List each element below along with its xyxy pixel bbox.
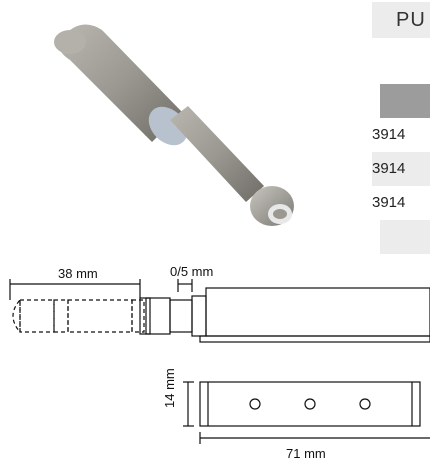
plunger-rod: [170, 106, 264, 202]
product-title: PU: [372, 2, 430, 38]
housing-outline: [199, 287, 430, 343]
extended-plunger-outline: [12, 299, 145, 334]
push-latch-photo: [54, 24, 294, 226]
table-row: 3914: [372, 186, 430, 220]
height-dimension-label: 14 mm: [162, 368, 177, 408]
height-dimension-line: [183, 381, 194, 427]
plunger-outline: [139, 295, 207, 337]
table-row: 3914: [372, 118, 430, 152]
table-row: [380, 220, 430, 254]
stroke-dimension-line: [9, 279, 141, 300]
table-row: 3914: [372, 152, 430, 186]
stroke-dimension-label: 38 mm: [58, 266, 98, 281]
mounting-hole: [359, 398, 371, 410]
housing-top-outline: [199, 381, 421, 427]
mounting-hole: [249, 398, 261, 410]
length-dimension-line: [199, 432, 430, 444]
length-dimension-label: 71 mm: [286, 446, 326, 461]
plunger-cap: [250, 186, 294, 226]
side-view-drawing: [9, 279, 430, 343]
mounting-hole: [304, 398, 316, 410]
mounting-holes: [249, 398, 371, 410]
gap-dimension-line: [177, 279, 193, 292]
top-view-drawing: [183, 381, 430, 444]
gap-dimension-label: 0/5 mm: [170, 264, 214, 279]
table-header: [380, 84, 430, 118]
